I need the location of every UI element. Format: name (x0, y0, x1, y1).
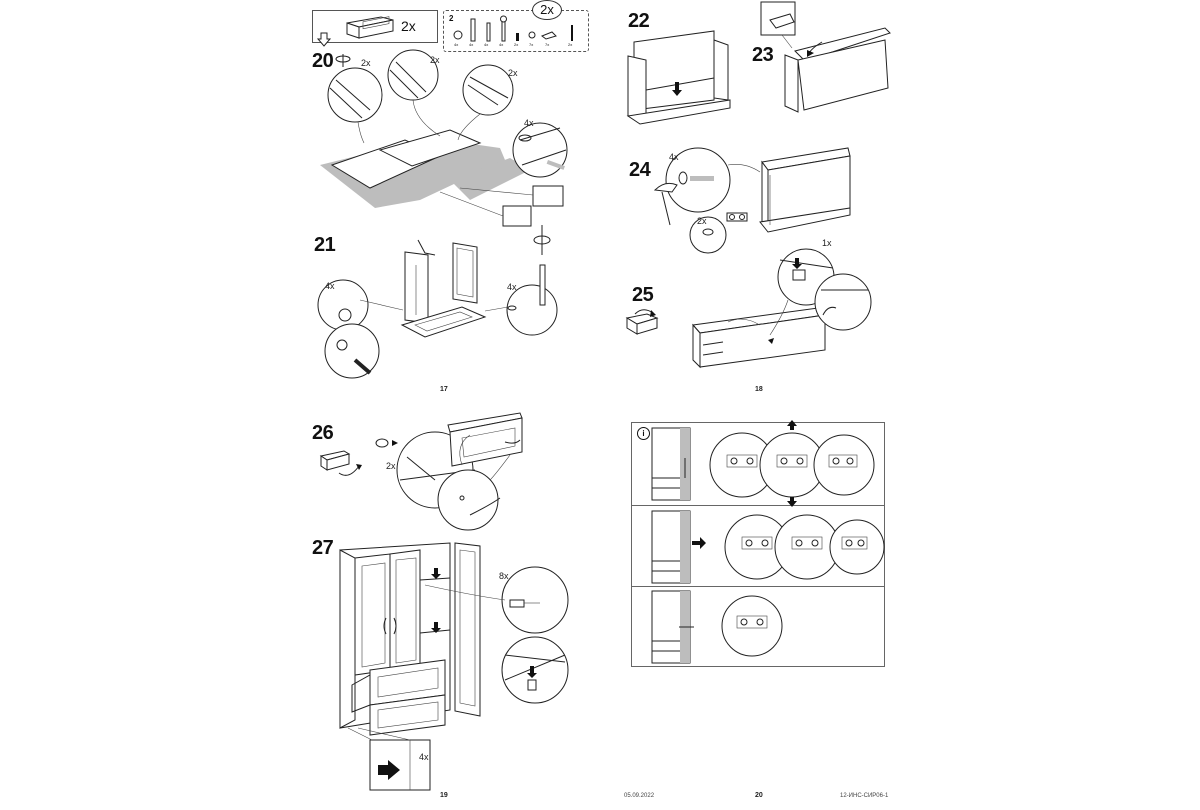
hinge-adjustment-illustrations (651, 420, 885, 664)
page-number: 18 (755, 386, 763, 393)
step-22-illustration (626, 30, 731, 125)
bracket-icon (540, 31, 557, 40)
step-number: 26 (312, 422, 334, 444)
drawer-qty-box: 2x (312, 10, 438, 43)
step-27-illustration (339, 542, 569, 791)
callout-qty: 4x (419, 752, 429, 762)
part-qty: 2x (568, 42, 573, 47)
callout-qty: 2x (361, 58, 371, 68)
parts-set-qty-label: 2x (540, 2, 554, 17)
part-qty: 4x (469, 42, 474, 47)
step-25-illustration (692, 248, 872, 369)
step-number: 25 (632, 284, 654, 306)
part-qty: 7x (545, 42, 550, 47)
step-23-illustration (760, 1, 891, 113)
drawer-icon (346, 16, 394, 39)
cam-nut-icon (528, 31, 536, 39)
part-qty: 4x (484, 42, 489, 47)
page-number: 20 (755, 792, 763, 799)
callout-qty: 2x (697, 216, 707, 226)
page-number: 19 (440, 792, 448, 799)
parts-bag-number: 2 (449, 14, 454, 23)
short-screw-icon (516, 33, 519, 41)
step-24-illustration (653, 147, 851, 254)
step-number: 20 (312, 50, 334, 72)
step-26-illustration (375, 412, 523, 531)
rotate-icon (335, 54, 351, 67)
long-bolt-icon (501, 19, 506, 42)
step-number: 23 (752, 44, 774, 66)
adjust-row-vertical (632, 423, 884, 506)
step-number: 21 (314, 234, 336, 256)
page-number: 17 (440, 386, 448, 393)
part-qty: 2x (514, 42, 519, 47)
dowel-screw-icon (470, 18, 476, 42)
document-code: 12-ИНС-СИР06-1 (840, 793, 889, 799)
drawer-qty-label: 2x (401, 18, 416, 34)
print-date: 05.09.2022 (624, 793, 655, 799)
wardrobe-thumb (651, 427, 691, 501)
nail-icon (571, 25, 573, 41)
step-20-illustration (320, 49, 568, 227)
part-qty: 4x (499, 42, 504, 47)
callout-qty: 4x (325, 281, 335, 291)
callout-qty: 2x (508, 68, 518, 78)
parts-qty-row: 4x 4x 4x 4x 2x 7x 7x 2x (444, 42, 588, 50)
cam-lock-icon (453, 30, 463, 40)
callout-qty: 1x (822, 238, 832, 248)
step-number: 22 (628, 10, 650, 32)
flip-drawer-icon (319, 450, 362, 476)
callout-qty: 8x (499, 571, 509, 581)
callout-qty: 4x (507, 282, 517, 292)
wardrobe-thumb (651, 510, 706, 584)
wardrobe-thumb (651, 590, 694, 664)
step-number: 24 (629, 159, 651, 181)
flip-drawer-icon (625, 309, 659, 335)
callout-qty: 4x (524, 118, 534, 128)
part-qty: 4x (454, 42, 459, 47)
step-21-illustration (317, 225, 558, 379)
callout-qty: 2x (430, 55, 440, 65)
part-qty: 7x (529, 42, 534, 47)
info-icon-text: i (642, 429, 645, 438)
parts-box: 2 4x 4x 4x 4x 2x 7x 7x 2x (443, 10, 589, 52)
wood-dowel-icon (486, 22, 491, 42)
info-icon: i (637, 427, 650, 440)
parts-set-qty-bubble: 2x (532, 0, 562, 20)
step-number: 27 (312, 537, 334, 559)
callout-qty: 2x (386, 461, 396, 471)
down-arrow-icon (316, 32, 332, 47)
adjust-row-depth (632, 506, 884, 587)
hinge-adjustment-panel: i (631, 420, 885, 667)
callout-qty: 4x (669, 152, 679, 162)
parts-icons (453, 15, 573, 42)
